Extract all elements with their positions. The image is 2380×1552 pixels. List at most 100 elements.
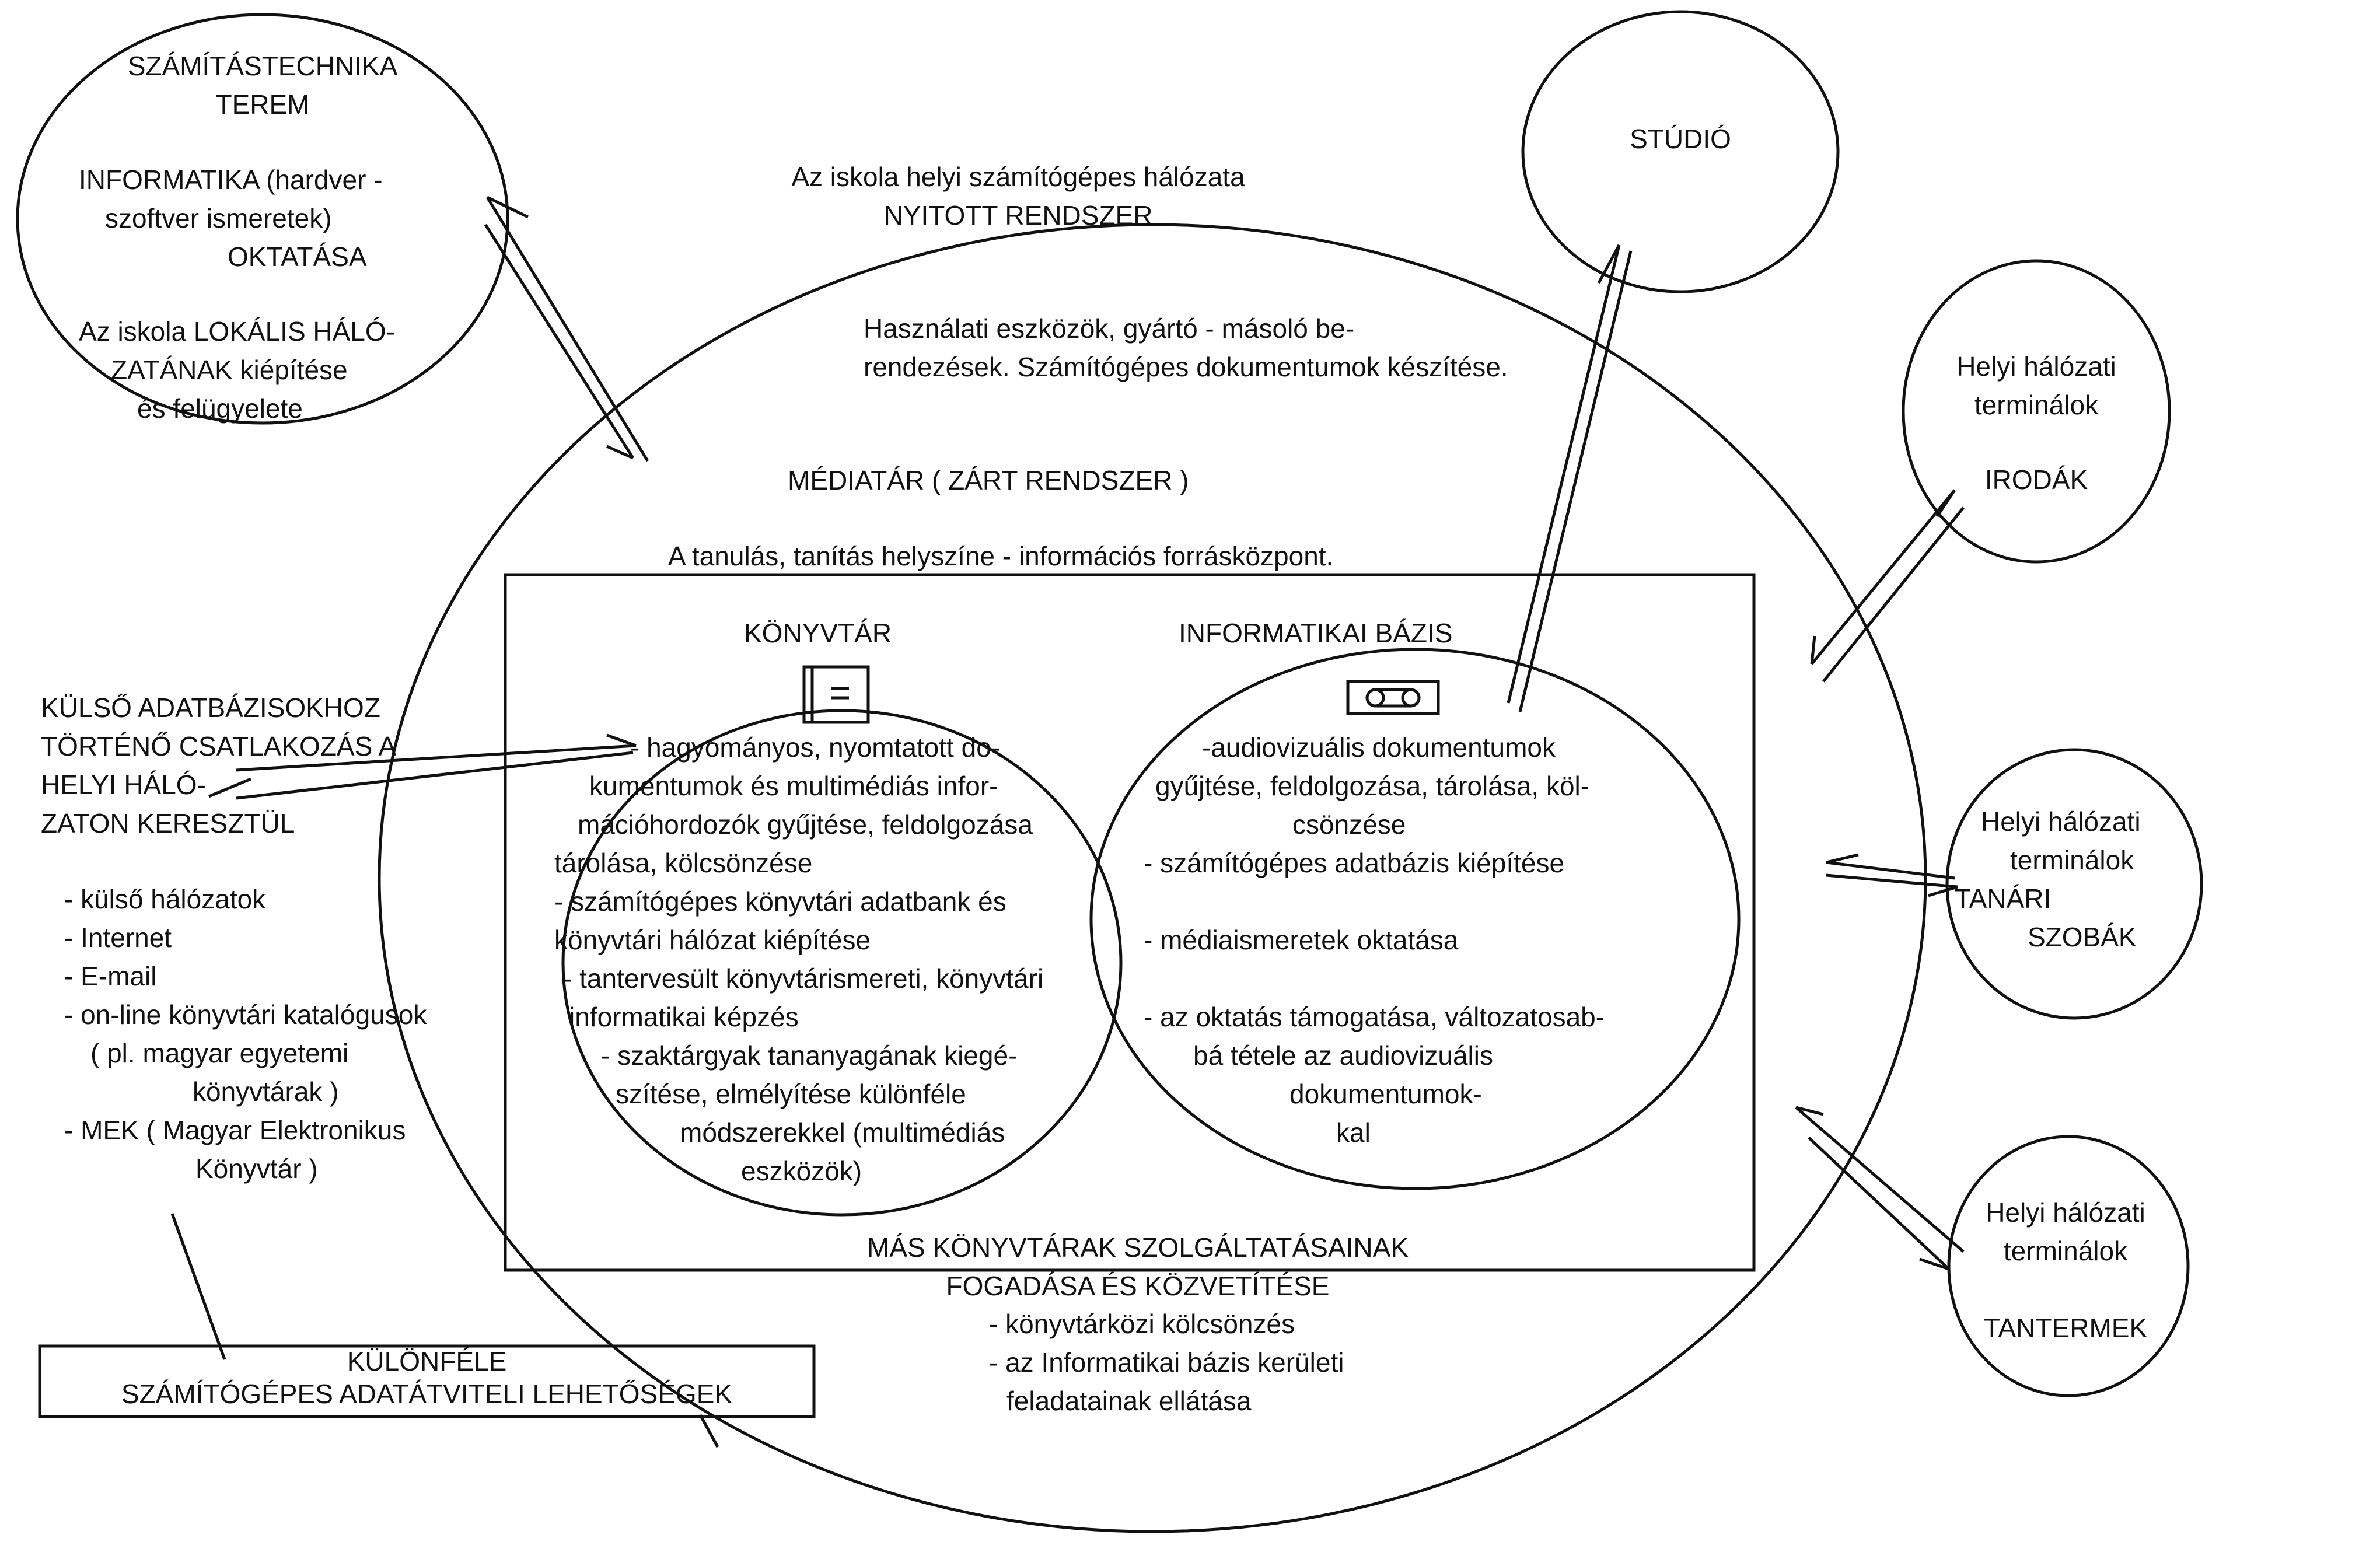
external-items: - külső hálózatok - Internet - E-mail - … <box>64 880 427 1188</box>
informatics-line: szoftver ismeretek) <box>105 203 332 233</box>
infobase-line: - az oktatás támogatása, változatosab- <box>1144 1002 1605 1032</box>
library-line: - tantervesült könyvtárismereti, könyvtá… <box>563 963 1044 994</box>
external-heading-line: HELYI HÁLÓ- <box>41 770 206 800</box>
devices-line: rendezések. Számítógépes dokumentumok ké… <box>864 352 1508 382</box>
other-libraries-item: - könyvtárközi kölcsönzés <box>989 1309 1295 1339</box>
arrow-studio <box>1507 244 1633 712</box>
computer-room-oval <box>16 13 509 425</box>
computer-room-title: SZÁMÍTÁSTECHNIKA TEREM <box>99 47 426 124</box>
local-network-text: Az iskola LOKÁLIS HÁLÓ- ZATÁNAK kiépítés… <box>79 312 395 428</box>
terminals-line: terminálok <box>2003 1236 2128 1266</box>
devices-line: Használati eszközök, gyártó - másoló be- <box>864 313 1355 344</box>
arrow-classrooms <box>1795 1106 1965 1271</box>
library-line: eszközök) <box>741 1156 862 1186</box>
local-network-line: Az iskola LOKÁLIS HÁLÓ- <box>79 316 395 347</box>
terminals-line: Helyi hálózati <box>1986 1197 2145 1228</box>
book-icon <box>802 665 870 724</box>
library-oval <box>561 709 1123 1217</box>
transfer-box-line: SZÁMÍTÓGÉPES ADATÁTVITELI LEHETŐSÉGEK <box>121 1379 733 1409</box>
arrow-staffrooms <box>1826 853 1958 897</box>
network-circle <box>378 223 1927 1533</box>
informatics-line: INFORMATIKA (hardver - <box>79 165 383 195</box>
transfer-box-line: KÜLÖNFÉLE <box>347 1346 507 1376</box>
external-item: - Internet <box>64 922 172 953</box>
other-libraries-item: feladatainak ellátása <box>1006 1386 1252 1416</box>
external-heading: KÜLSŐ ADATBÁZISOKHOZ TÖRTÉNŐ CSATLAKOZÁS… <box>41 688 396 843</box>
line-to-transfer-box <box>170 1213 226 1360</box>
infobase-line: gyűjtése, feldolgozása, tárolása, köl- <box>1155 771 1590 801</box>
infobase-line: dokumentumok- <box>1289 1079 1482 1109</box>
external-item: ( pl. magyar egyetemi <box>90 1038 349 1068</box>
terminal-circle-offices <box>1902 259 2171 564</box>
infobase-line: - számítógépes adatbázis kiépítése <box>1144 848 1565 878</box>
other-libraries-line: FOGADÁSA ÉS KÖZVETÍTÉSE <box>946 1271 1330 1301</box>
terminals-line: terminálok <box>1974 390 2099 420</box>
devices-text: Használati eszközök, gyártó - másoló be-… <box>864 309 1508 386</box>
other-libraries-line: MÁS KÖNYVTÁRAK SZOLGÁLTATÁSAINAK <box>867 1232 1409 1263</box>
infobase-oval <box>1089 648 1741 1190</box>
library-line: könyvtári hálózat kiépítése <box>554 925 871 955</box>
infobase-line: -audiovizuális dokumentumok <box>1202 732 1556 763</box>
arrow-computer-room <box>484 195 649 462</box>
library-line: - szaktárgyak tananyagának kiegé- <box>601 1040 1018 1071</box>
arrow-external <box>208 733 637 800</box>
external-item: Könyvtár ) <box>195 1153 318 1184</box>
library-line: - hagyományos, nyomtatott do- <box>630 732 1001 763</box>
terminals-place: TANÁRI <box>1955 883 2052 914</box>
studio-circle <box>1521 10 1840 293</box>
infobase-line: kal <box>1336 1117 1371 1148</box>
infobase-line: bá tétele az audiovizuális <box>1193 1040 1493 1071</box>
informatics-line: OKTATÁSA <box>228 242 367 272</box>
library-line: tárolása, kölcsönzése <box>554 848 813 878</box>
terminals-classrooms: Helyi hálózati terminálok TANTERMEK <box>1949 1193 2182 1347</box>
transfer-box-text: KÜLÖNFÉLE SZÁMÍTÓGÉPES ADATÁTVITELI LEHE… <box>40 1345 814 1410</box>
library-text: - hagyományos, nyomtatott do- kumentumok… <box>554 728 1043 1190</box>
external-item: - E-mail <box>64 961 157 991</box>
computer-room-title-line: SZÁMÍTÁSTECHNIKA <box>127 51 398 81</box>
network-heading-line: Az iskola helyi számítógépes hálózata <box>791 162 1245 192</box>
computer-room-title-line: TEREM <box>215 89 310 120</box>
local-network-line: és felügyelete <box>137 393 303 424</box>
cassette-icon <box>1346 680 1440 715</box>
other-libraries-items: - könyvtárközi kölcsönzés - az Informati… <box>989 1305 1344 1420</box>
informatics-education: INFORMATIKA (hardver - szoftver ismerete… <box>79 160 383 276</box>
external-heading-line: TÖRTÉNŐ CSATLAKOZÁS A <box>41 731 397 761</box>
external-heading-line: ZATON KERESZTÜL <box>41 808 295 838</box>
terminal-circle-staffrooms <box>1945 748 2203 1020</box>
studio-label: STÚDIÓ <box>1630 124 1731 154</box>
terminals-place: IRODÁK <box>1984 464 2088 495</box>
network-heading-line: NYITOTT RENDSZER <box>883 200 1153 230</box>
library-line: szítése, elmélyítése különféle <box>616 1079 966 1109</box>
terminals-line: Helyi hálózati <box>1956 351 2116 382</box>
library-line: kumentumok és multimédiás infor- <box>589 771 998 801</box>
local-network-line: ZATÁNAK kiépítése <box>111 355 348 385</box>
infobase-line: csönzése <box>1292 809 1406 840</box>
library-title: KÖNYVTÁR <box>744 618 892 648</box>
other-libraries-item: - az Informatikai bázis kerületi <box>989 1347 1344 1378</box>
library-line: informatikai képzés <box>569 1002 799 1032</box>
line-to-network <box>698 1414 719 1448</box>
external-heading-line: KÜLSŐ ADATBÁZISOKHOZ <box>41 693 380 723</box>
network-heading: Az iskola helyi számítógépes hálózata NY… <box>726 158 1310 235</box>
transfer-box <box>38 1344 816 1418</box>
external-item: - külső hálózatok <box>64 884 266 914</box>
mediatar-title: MÉDIATÁR ( ZÁRT RENDSZER ) <box>788 465 1189 495</box>
library-line: - számítógépes könyvtári adatbank és <box>554 886 1006 917</box>
external-item: könyvtárak ) <box>193 1076 339 1107</box>
arrow-offices <box>1810 489 1965 683</box>
external-item: - on-line könyvtári katalógusok <box>64 999 427 1030</box>
library-line: módszerekkel (multimédiás <box>680 1117 1005 1148</box>
terminals-offices: Helyi hálózati terminálok IRODÁK <box>1920 347 2153 499</box>
external-item: - MEK ( Magyar Elektronikus <box>64 1115 406 1145</box>
mediatar-box <box>504 573 1756 1272</box>
mediatar-subtitle: A tanulás, tanítás helyszíne - informáci… <box>668 541 1334 571</box>
library-line: mációhordozók gyűjtése, feldolgozása <box>578 809 1033 840</box>
other-libraries-heading: MÁS KÖNYVTÁRAK SZOLGÁLTATÁSAINAK FOGADÁS… <box>788 1228 1488 1305</box>
terminals-line: terminálok <box>2010 845 2134 875</box>
terminals-line: Helyi hálózati <box>1981 806 2141 837</box>
infobase-line: - médiaismeretek oktatása <box>1144 925 1459 955</box>
infobase-title: INFORMATIKAI BÁZIS <box>1179 618 1453 648</box>
terminals-place: TANTERMEK <box>1983 1313 2148 1343</box>
terminal-circle-classrooms <box>1947 1135 2190 1397</box>
